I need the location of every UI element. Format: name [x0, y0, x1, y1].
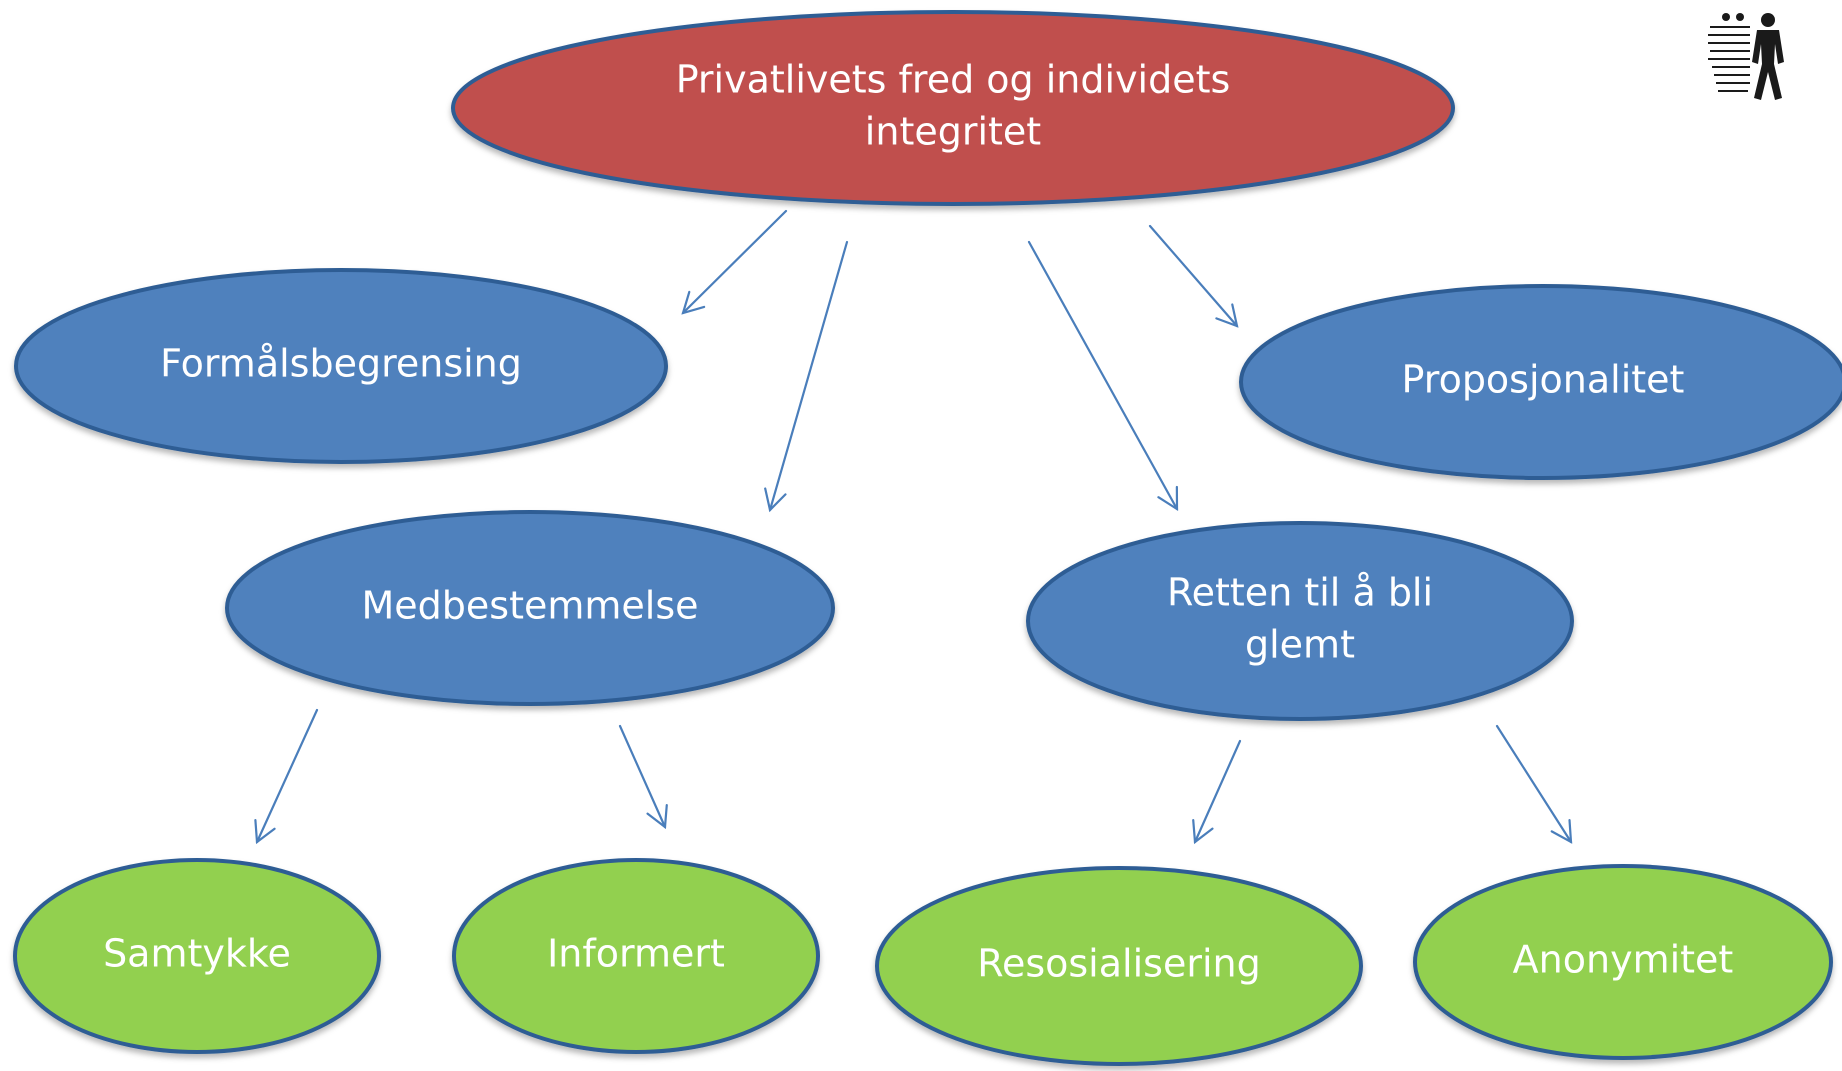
arrow-root-to-medbest — [764, 240, 849, 513]
node-ellipse — [13, 858, 381, 1054]
node-label: integritet — [865, 110, 1041, 154]
node-ellipse — [1413, 864, 1833, 1060]
arrow-shaft — [255, 708, 319, 844]
node-ellipse — [875, 866, 1363, 1066]
node-medbest: Medbestemmelse — [225, 510, 835, 706]
node-label: Privatlivets fred og individets — [676, 58, 1231, 102]
logo-figure — [1752, 13, 1784, 100]
node-label: glemt — [1245, 623, 1355, 667]
arrowhead — [646, 803, 668, 830]
arrow-shaft — [1027, 240, 1179, 511]
node-ellipse — [1239, 284, 1842, 480]
arrow-shaft — [768, 240, 849, 512]
node-ellipse — [1026, 521, 1574, 721]
nodes: Privatlivets fred og individets integrite… — [13, 10, 1842, 1066]
arrow-shaft — [1148, 224, 1239, 328]
node-formal: Formålsbegrensing — [14, 268, 668, 464]
arrowhead — [1157, 485, 1179, 512]
node-informert: Informert — [452, 858, 820, 1054]
node-ellipse — [14, 268, 668, 464]
arrow-medbest-to-samtykke — [254, 708, 319, 845]
arrow-shaft — [1495, 724, 1573, 844]
arrowhead — [254, 818, 276, 845]
node-root: Privatlivets fred og individets integrite… — [451, 10, 1455, 206]
walking-people-icon — [1708, 13, 1784, 100]
arrowhead — [1192, 818, 1214, 845]
node-samtykke: Samtykke — [13, 858, 381, 1054]
arrowhead — [681, 290, 706, 315]
arrow-root-to-propo — [1148, 224, 1239, 328]
node-label: Retten til å bli — [1167, 571, 1433, 615]
arrow-shaft — [618, 724, 667, 829]
node-ellipse — [451, 10, 1455, 206]
node-retten: Retten til å bli glemt — [1026, 521, 1574, 721]
arrow-shaft — [1193, 739, 1242, 844]
arrowhead — [764, 487, 787, 513]
arrowhead — [1550, 818, 1573, 844]
node-label: Formålsbegrensing — [160, 342, 522, 386]
logo-stripes — [1708, 13, 1750, 92]
node-ellipse — [225, 510, 835, 706]
arrow-retten-to-resos — [1192, 739, 1242, 845]
node-resos: Resosialisering — [875, 866, 1363, 1066]
arrow-medbest-to-informert — [618, 724, 668, 830]
node-label: Informert — [547, 932, 725, 976]
edges — [254, 209, 1573, 845]
node-label: Samtykke — [103, 932, 291, 976]
arrow-retten-to-anonym — [1495, 724, 1573, 844]
arrow-root-to-retten — [1027, 240, 1179, 512]
node-label: Resosialisering — [977, 942, 1260, 986]
node-label: Medbestemmelse — [361, 584, 698, 628]
arrow-root-to-formal — [681, 209, 788, 315]
node-propo: Proposjonalitet — [1239, 284, 1842, 480]
node-ellipse — [452, 858, 820, 1054]
arrow-shaft — [681, 209, 788, 315]
node-label: Proposjonalitet — [1402, 358, 1685, 402]
node-label: Anonymitet — [1513, 938, 1734, 982]
node-anonym: Anonymitet — [1413, 864, 1833, 1060]
arrowhead — [1215, 303, 1239, 328]
